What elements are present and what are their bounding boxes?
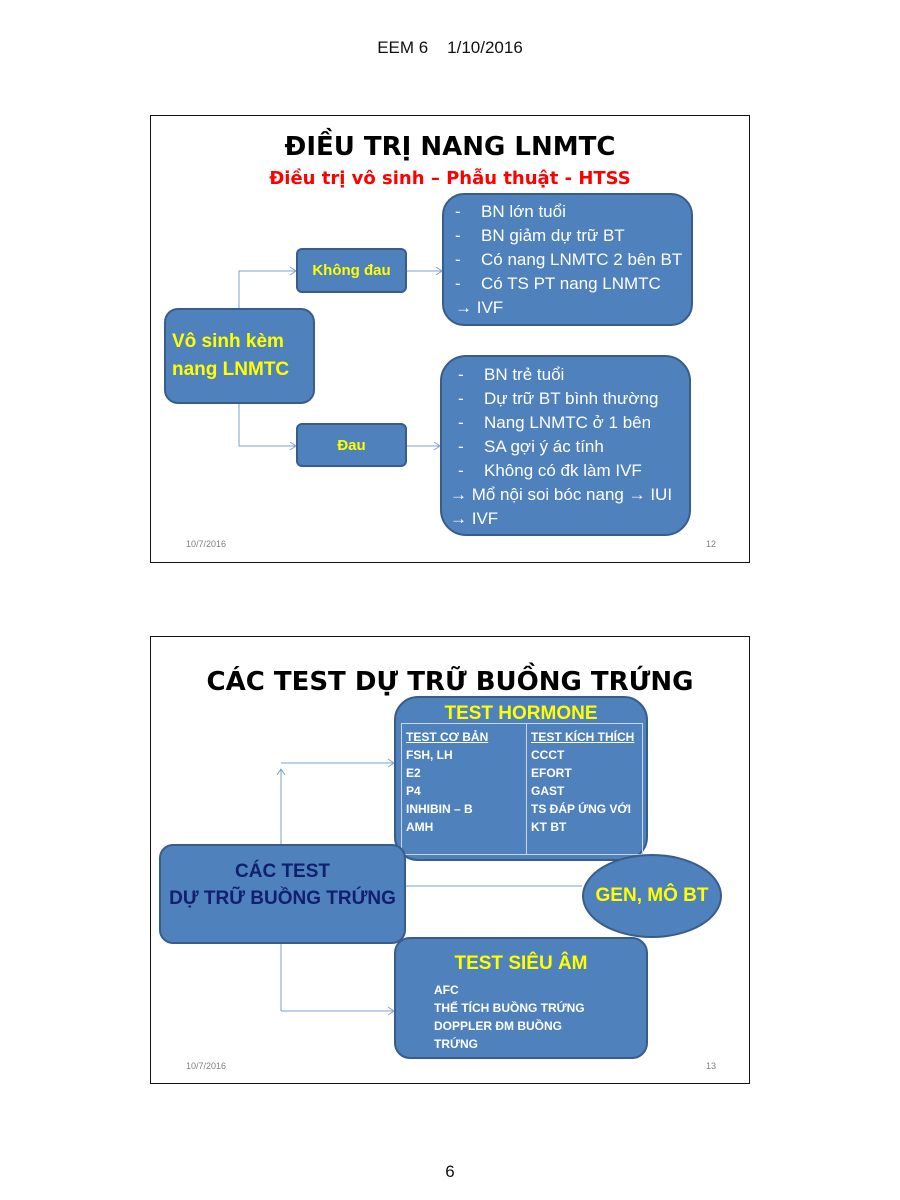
list-item: THỂ TÍCH BUỒNG TRỨNG: [434, 1001, 585, 1015]
root-line1: Vô sinh kèm: [172, 331, 284, 352]
root-line2: nang LNMTC: [172, 359, 290, 380]
no-pain-list: BN lớn tuổiBN giảm dự trữ BTCó nang LNMT…: [455, 200, 691, 296]
no-pain-result: → IVF: [455, 298, 504, 317]
list-item: AFC: [434, 983, 459, 997]
list-item: Nang LNMTC ở 1 bên: [458, 411, 681, 435]
list-item: INHIBIN – B: [406, 802, 473, 816]
root-line2: DỰ TRỮ BUỒNG TRỨNG: [169, 888, 396, 909]
list-item: BN trẻ tuổi: [458, 363, 681, 387]
list-item: Có nang LNMTC 2 bên BT: [455, 248, 691, 272]
stimulation-tests: CCCT EFORT GAST TS ĐÁP ỨNG VỚI KT BT: [531, 746, 638, 836]
list-item: BN lớn tuổi: [455, 200, 691, 224]
branch-no-pain: Không đau: [296, 248, 407, 293]
list-item: TRỨNG: [434, 1037, 478, 1051]
pain-list: BN trẻ tuổiDự trữ BT bình thườngNang LNM…: [450, 363, 681, 483]
page-header: EEM 6 1/10/2016: [0, 38, 900, 58]
col2-header: TEST KÍCH THÍCH: [531, 730, 635, 744]
slide-title: ĐIỀU TRỊ NANG LNMTC: [284, 132, 616, 162]
list-item: E2: [406, 766, 421, 780]
list-item: Dự trữ BT bình thường: [458, 387, 681, 411]
list-item: AMH: [406, 820, 434, 834]
slide-12: ĐIỀU TRỊ NANG LNMTC Điều trị vô sinh – P…: [150, 115, 750, 563]
header-doc: EEM 6: [377, 38, 429, 57]
slide-footer-date: 10/7/2016: [186, 1061, 227, 1071]
connectors: [276, 758, 582, 1016]
list-item: GAST: [531, 784, 565, 798]
header-date: 1/10/2016: [447, 38, 523, 57]
slide-13: CÁC TEST DỰ TRỮ BUỒNG TRỨNG TEST HORMONE…: [150, 636, 750, 1084]
no-pain-box: BN lớn tuổiBN giảm dự trữ BTCó nang LNMT…: [442, 193, 693, 326]
root-box: CÁC TEST DỰ TRỮ BUỒNG TRỨNG: [159, 844, 406, 944]
root-line1: CÁC TEST: [235, 861, 330, 882]
gene-ellipse: GEN, MÔ BT: [582, 854, 722, 938]
pain-result: → Mổ nội soi bóc nang → IUI → IVF: [450, 485, 673, 528]
list-item: KT BT: [531, 820, 567, 834]
list-item: CCCT: [531, 748, 565, 762]
list-item: Có TS PT nang LNMTC: [455, 272, 691, 296]
list-item: TS ĐÁP ỨNG VỚI: [531, 802, 631, 816]
list-item: SA gợi ý ác tính: [458, 435, 681, 459]
hormone-title: TEST HORMONE: [444, 703, 598, 724]
col1-header: TEST CƠ BẢN: [406, 730, 489, 744]
branch-pain: Đau: [296, 423, 407, 467]
pain-box: BN trẻ tuổiDự trữ BT bình thườngNang LNM…: [440, 355, 691, 536]
ultrasound-list: AFC THỂ TÍCH BUỒNG TRỨNG DOPPLER ĐM BUỒNG T…: [434, 981, 646, 1053]
slide-number: 12: [706, 539, 717, 549]
ultrasound-title: TEST SIÊU ÂM: [454, 953, 588, 974]
slide-number: 13: [706, 1061, 717, 1071]
list-item: BN giảm dự trữ BT: [455, 224, 691, 248]
list-item: Không có đk làm IVF: [458, 459, 681, 483]
list-item: FSH, LH: [406, 748, 453, 762]
slide-footer-date: 10/7/2016: [186, 539, 227, 549]
root-box: Vô sinh kèm nang LNMTC: [164, 308, 315, 404]
slide-title: CÁC TEST DỰ TRỮ BUỒNG TRỨNG: [206, 667, 694, 697]
page-number: 6: [445, 1162, 455, 1181]
list-item: EFORT: [531, 766, 572, 780]
list-item: P4: [406, 784, 421, 798]
slide-subtitle: Điều trị vô sinh – Phẫu thuật - HTSS: [269, 168, 631, 189]
ultrasound-box: TEST SIÊU ÂM AFC THỂ TÍCH BUỒNG TRỨNG DOPP…: [394, 937, 648, 1059]
list-item: DOPPLER ĐM BUỒNG: [434, 1019, 563, 1033]
